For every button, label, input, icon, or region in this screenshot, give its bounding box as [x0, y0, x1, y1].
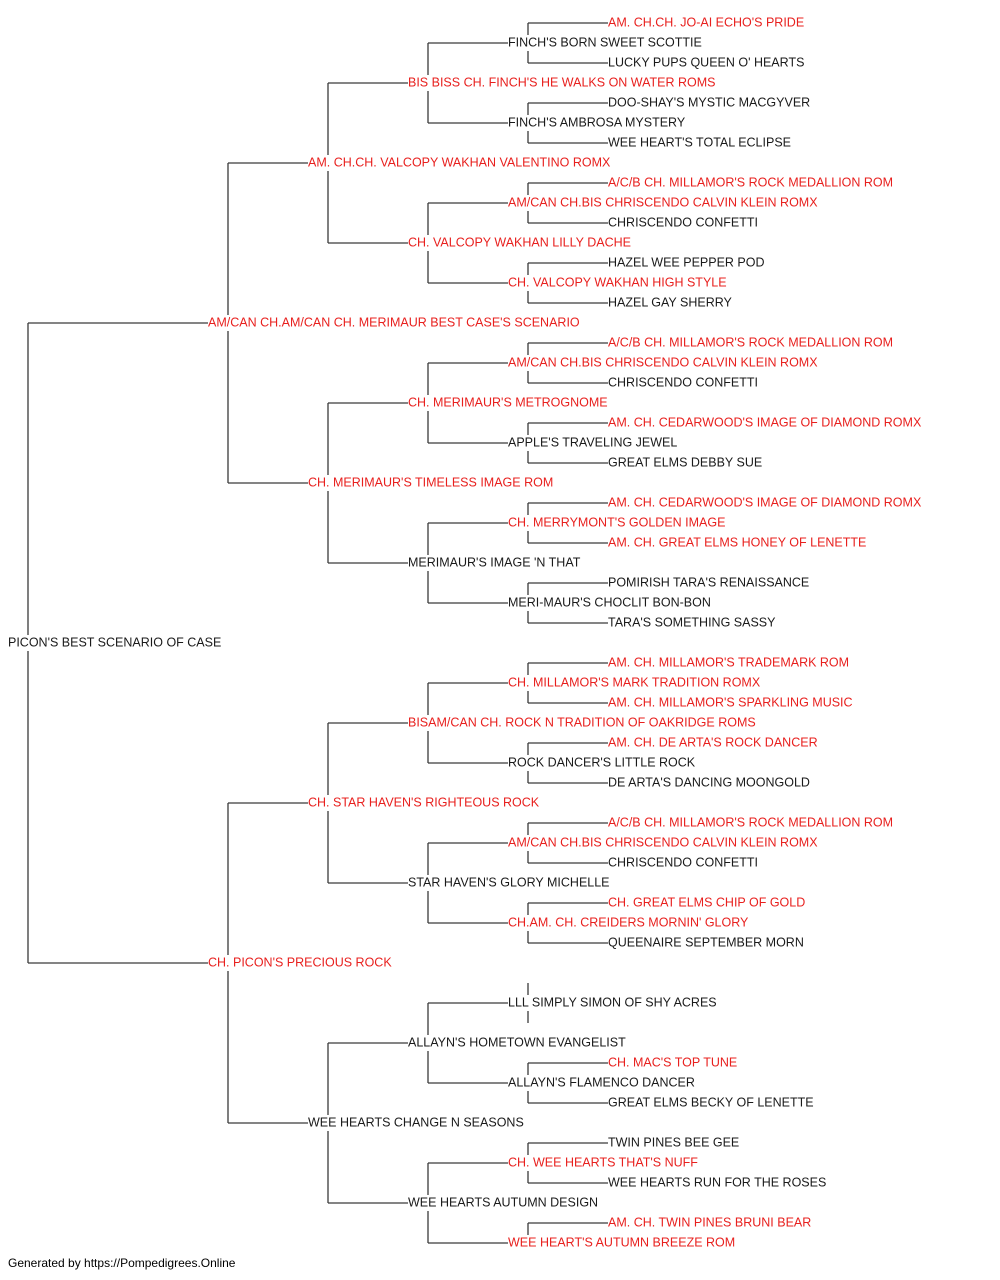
ancestor-name: STAR HAVEN'S GLORY MICHELLE [408, 875, 610, 889]
ancestor-name: ALLAYN'S HOMETOWN EVANGELIST [408, 1035, 626, 1049]
ancestor-name: AM. CH. GREAT ELMS HONEY OF LENETTE [608, 535, 866, 549]
ancestor-name: CH.AM. CH. CREIDERS MORNIN' GLORY [508, 915, 749, 929]
ancestor-name: AM/CAN CH.AM/CAN CH. MERIMAUR BEST CASE'… [208, 315, 580, 329]
ancestor-name: CH. STAR HAVEN'S RIGHTEOUS ROCK [308, 795, 540, 809]
ancestor-name: MERI-MAUR'S CHOCLIT BON-BON [508, 595, 711, 609]
ancestor-name: TWIN PINES BEE GEE [608, 1135, 739, 1149]
ancestor-name: AM. CH.CH. JO-AI ECHO'S PRIDE [608, 15, 804, 29]
ancestor-name: HAZEL WEE PEPPER POD [608, 255, 765, 269]
ancestor-name: AM. CH. TWIN PINES BRUNI BEAR [608, 1215, 811, 1229]
ancestor-name: POMIRISH TARA'S RENAISSANCE [608, 575, 809, 589]
ancestor-name: CH. MERRYMONT'S GOLDEN IMAGE [508, 515, 725, 529]
ancestor-name: GREAT ELMS DEBBY SUE [608, 455, 762, 469]
ancestor-name: WEE HEARTS RUN FOR THE ROSES [608, 1175, 826, 1189]
ancestor-name: FINCH'S BORN SWEET SCOTTIE [508, 35, 702, 49]
ancestor-name: WEE HEART'S AUTUMN BREEZE ROM [508, 1235, 735, 1249]
ancestor-name: AM. CH. CEDARWOOD'S IMAGE OF DIAMOND ROM… [608, 415, 922, 429]
ancestor-name: DOO-SHAY'S MYSTIC MACGYVER [608, 95, 810, 109]
ancestor-name: ROCK DANCER'S LITTLE ROCK [508, 755, 696, 769]
ancestor-name: WEE HEARTS CHANGE N SEASONS [308, 1115, 524, 1129]
ancestor-name: CH. PICON'S PRECIOUS ROCK [208, 955, 392, 969]
ancestor-name: AM/CAN CH.BIS CHRISCENDO CALVIN KLEIN RO… [508, 835, 818, 849]
ancestor-name: ALLAYN'S FLAMENCO DANCER [508, 1075, 695, 1089]
ancestor-name: CHRISCENDO CONFETTI [608, 855, 758, 869]
ancestor-name: LLL SIMPLY SIMON OF SHY ACRES [508, 995, 717, 1009]
ancestor-name: CH. MAC'S TOP TUNE [608, 1055, 737, 1069]
ancestor-name: CHRISCENDO CONFETTI [608, 215, 758, 229]
footer-credit: Generated by https://Pompedigrees.Online [8, 1256, 236, 1270]
ancestor-name: CH. MERIMAUR'S METROGNOME [408, 395, 608, 409]
ancestor-name: PICON'S BEST SCENARIO OF CASE [8, 635, 221, 649]
ancestor-name: CH. MILLAMOR'S MARK TRADITION ROMX [508, 675, 761, 689]
ancestor-name: AM/CAN CH.BIS CHRISCENDO CALVIN KLEIN RO… [508, 195, 818, 209]
ancestor-name: AM/CAN CH.BIS CHRISCENDO CALVIN KLEIN RO… [508, 355, 818, 369]
ancestor-name: AM. CH. MILLAMOR'S SPARKLING MUSIC [608, 695, 853, 709]
ancestor-name: CHRISCENDO CONFETTI [608, 375, 758, 389]
ancestor-name: CH. WEE HEARTS THAT'S NUFF [508, 1155, 698, 1169]
ancestor-name: WEE HEART'S TOTAL ECLIPSE [608, 135, 791, 149]
ancestor-name: AM. CH.CH. VALCOPY WAKHAN VALENTINO ROMX [308, 155, 611, 169]
ancestor-name: A/C/B CH. MILLAMOR'S ROCK MEDALLION ROM [608, 335, 893, 349]
ancestor-name: HAZEL GAY SHERRY [608, 295, 733, 309]
ancestor-name: BISAM/CAN CH. ROCK N TRADITION OF OAKRID… [408, 715, 756, 729]
ancestor-name: CH. MERIMAUR'S TIMELESS IMAGE ROM [308, 475, 553, 489]
ancestor-name: BIS BISS CH. FINCH'S HE WALKS ON WATER R… [408, 75, 716, 89]
ancestor-name: DE ARTA'S DANCING MOONGOLD [608, 775, 810, 789]
ancestor-name: AM. CH. CEDARWOOD'S IMAGE OF DIAMOND ROM… [608, 495, 922, 509]
ancestor-name: TARA'S SOMETHING SASSY [608, 615, 776, 629]
ancestor-name: FINCH'S AMBROSA MYSTERY [508, 115, 686, 129]
ancestor-name: CH. GREAT ELMS CHIP OF GOLD [608, 895, 805, 909]
ancestor-name: GREAT ELMS BECKY OF LENETTE [608, 1095, 814, 1109]
ancestor-name: QUEENAIRE SEPTEMBER MORN [608, 935, 804, 949]
ancestor-name: LUCKY PUPS QUEEN O' HEARTS [608, 55, 804, 69]
ancestor-name: AM. CH. MILLAMOR'S TRADEMARK ROM [608, 655, 849, 669]
ancestor-name: APPLE'S TRAVELING JEWEL [508, 435, 677, 449]
pedigree-tree: PICON'S BEST SCENARIO OF CASE AM/CAN CH.A… [8, 15, 922, 1249]
ancestor-name: MERIMAUR'S IMAGE 'N THAT [408, 555, 581, 569]
ancestor-name: A/C/B CH. MILLAMOR'S ROCK MEDALLION ROM [608, 175, 893, 189]
ancestor-name: A/C/B CH. MILLAMOR'S ROCK MEDALLION ROM [608, 815, 893, 829]
ancestor-name: AM. CH. DE ARTA'S ROCK DANCER [608, 735, 818, 749]
ancestor-name: CH. VALCOPY WAKHAN HIGH STYLE [508, 275, 727, 289]
ancestor-name: CH. VALCOPY WAKHAN LILLY DACHE [408, 235, 631, 249]
ancestor-name: WEE HEARTS AUTUMN DESIGN [408, 1195, 598, 1209]
